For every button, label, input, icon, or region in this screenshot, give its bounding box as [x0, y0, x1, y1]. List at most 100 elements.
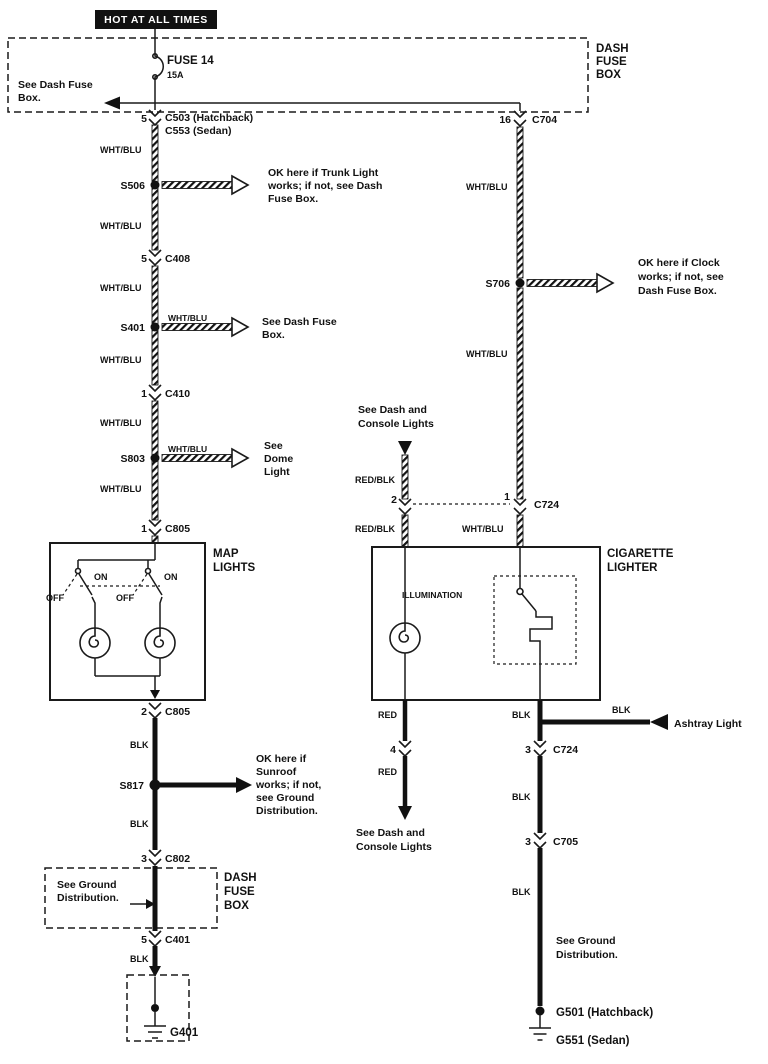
lower-left-column: 2 C805 BLK S817 OK here if Sunroof works… [44, 702, 321, 1042]
wire-label: WHT/BLU [462, 524, 504, 534]
console-note: Console Lights [358, 418, 434, 430]
ashtray-light-branch: BLK Ashtray Light [540, 705, 742, 730]
wire-label: WHT/BLU [466, 182, 508, 192]
connector-c724-pin3 [533, 740, 547, 757]
connector-c401 [148, 930, 162, 947]
wire-label: WHT/BLU [168, 313, 207, 323]
wht-blu-wire [516, 514, 524, 548]
right-arrow-icon [231, 447, 250, 469]
connector-pin: 5 [141, 113, 147, 125]
connector-c805-out [148, 702, 162, 719]
switch-on-label: ON [164, 572, 178, 582]
connector-pin: 3 [525, 836, 531, 848]
see-ground-note: See Ground [57, 879, 117, 891]
wire-label: WHT/BLU [100, 221, 142, 231]
switch-terminal [74, 567, 82, 575]
cigarette-lighter-component: CIGARETTE LIGHTER ILLUMINATION [371, 546, 674, 701]
right-arrow-icon [596, 272, 615, 294]
connector-c503 [148, 109, 162, 126]
splice-note: See Dash Fuse [262, 316, 337, 328]
fuse-box-title: FUSE [596, 56, 627, 68]
connector-name: C705 [553, 836, 578, 848]
splice-note: Dome [264, 453, 293, 465]
fuse-box-title: DASH [224, 872, 257, 884]
fuse-box-title: FUSE [224, 886, 255, 898]
splice-note: see Ground [256, 792, 314, 804]
connector-pin: 3 [141, 853, 147, 865]
fuse-box-title: DASH [596, 43, 629, 55]
wht-blu-wire [151, 535, 159, 544]
splice-note: OK here if [256, 753, 307, 765]
illumination-bulb-icon [389, 622, 421, 654]
connector-c724-pin4 [398, 740, 412, 757]
see-dash-fuse-note: See Dash Fuse [18, 79, 93, 91]
see-dash-fuse-note: Box. [18, 92, 41, 104]
connector-name: C724 [553, 744, 578, 756]
cigarette-lighter-title: CIGARETTE [607, 548, 674, 560]
splice-note: OK here if Trunk Light [268, 167, 379, 179]
console-note: See Dash and [356, 827, 425, 839]
ground-note: See Ground [556, 935, 616, 947]
wire-label: BLK [512, 792, 531, 802]
splice-note: Fuse Box. [268, 193, 318, 205]
right-arrow-icon [146, 899, 155, 909]
fuse-rating: 15A [167, 70, 184, 80]
cigarette-lighter-outline [371, 546, 601, 701]
wire-label: RED [378, 767, 398, 777]
map-light-bulb-icon [79, 627, 111, 659]
wire-label: BLK [130, 819, 149, 829]
connector-name: C802 [165, 853, 190, 865]
illumination-label: ILLUMINATION [402, 590, 462, 600]
wire-label: BLK [512, 887, 531, 897]
down-arrow-icon [149, 966, 161, 977]
wire-label: WHT/BLU [100, 355, 142, 365]
red-blk-wire [401, 514, 409, 548]
console-lights-feed: See Dash and Console Lights RED/BLK [355, 404, 434, 500]
ground-label: G501 (Hatchback) [556, 1007, 653, 1019]
left-column: 5 C503 (Hatchback) C553 (Sedan) WHT/BLU … [100, 109, 382, 544]
splice-note: OK here if Clock [638, 257, 720, 269]
lighter-contact [521, 593, 537, 612]
wire-label: WHT/BLU [100, 145, 142, 155]
connector-pin: 1 [504, 491, 510, 503]
connector-name: C805 [165, 706, 190, 718]
splice-label: S706 [485, 278, 510, 290]
connector-pin: 1 [141, 523, 147, 535]
wire-label: BLK [130, 740, 149, 750]
hatched-arrow [161, 454, 233, 462]
ground-box-outline [126, 974, 190, 1042]
connector-name-alt: C553 (Sedan) [165, 125, 232, 137]
connector-pin: 2 [141, 706, 147, 718]
ground-note: Distribution. [556, 949, 618, 961]
splice-note: Dash Fuse Box. [638, 285, 717, 297]
connector-c704 [513, 110, 527, 127]
wht-blu-wire [516, 287, 524, 500]
splice-s506: S506 OK here if Trunk Light works; if no… [120, 167, 382, 205]
lighter-element-box [493, 575, 577, 665]
switch-off-label: OFF [116, 593, 134, 603]
switch-on-label: ON [94, 572, 108, 582]
red-blk-wire [401, 454, 409, 500]
connector-pin: 1 [141, 388, 147, 400]
dash-fuse-box-lower: DASH FUSE BOX See Ground Distribution. [44, 867, 257, 929]
hot-at-all-times-banner: HOT AT ALL TIMES [95, 10, 217, 29]
map-lights-title: LIGHTS [213, 562, 255, 574]
fuse-box-outline [7, 37, 589, 113]
wire-label: WHT/BLU [100, 418, 142, 428]
splice-label: S817 [119, 780, 144, 792]
ground-icon [144, 1025, 166, 1039]
splice-note: works; if not, see [637, 271, 724, 283]
ground-g401: G401 [126, 974, 199, 1042]
connector-pin: 16 [499, 114, 511, 126]
connector-name: C410 [165, 388, 190, 400]
connector-chevrons [398, 498, 412, 515]
splice-s401: S401 WHT/BLU See Dash Fuse Box. [120, 313, 336, 341]
connector-pin: 5 [141, 253, 147, 265]
splice-note: Box. [262, 329, 285, 341]
left-arrow-icon [650, 714, 668, 730]
hot-label: HOT AT ALL TIMES [104, 14, 208, 26]
connector-name: C805 [165, 523, 190, 535]
down-arrow-icon [398, 441, 412, 455]
splice-s803: S803 WHT/BLU See Dome Light [120, 440, 293, 478]
